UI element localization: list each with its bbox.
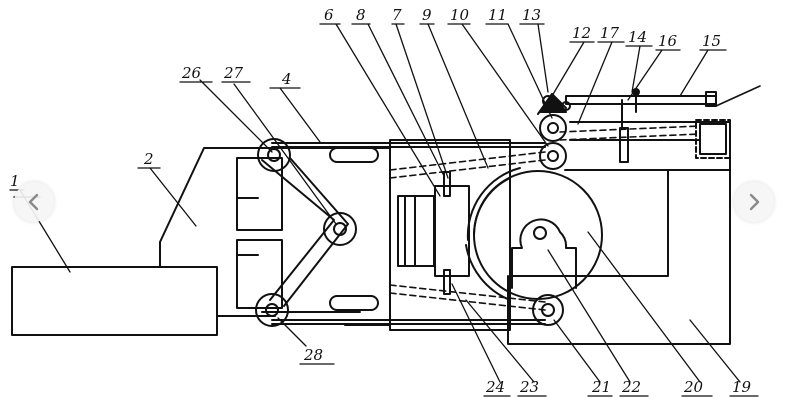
label-24: 24 (485, 378, 505, 396)
spring-pins (443, 171, 451, 295)
next-image-button[interactable] (734, 182, 774, 222)
label-21: 21 (591, 378, 611, 396)
label-16: 16 (658, 32, 678, 50)
previous-image-button[interactable] (14, 182, 54, 222)
part-19-housing (507, 167, 731, 345)
chevron-right-icon (749, 193, 760, 211)
label-14: 14 (628, 28, 647, 46)
label-2: 2 (143, 150, 154, 168)
part-4-belt (261, 142, 546, 325)
part-10-roller (539, 142, 567, 170)
label-28: 28 (303, 346, 323, 364)
label-8: 8 (356, 6, 366, 24)
label-11: 11 (488, 6, 507, 24)
label-1: 1 (10, 172, 20, 190)
label-23: 23 (519, 378, 539, 396)
part-22-bracket (511, 218, 577, 289)
pulley-28 (255, 293, 289, 327)
springs (389, 125, 701, 311)
part-15-arm (565, 85, 761, 113)
label-17: 17 (600, 24, 620, 42)
part-17-frame (569, 99, 731, 169)
label-6: 6 (324, 6, 334, 24)
label-22: 22 (621, 378, 641, 396)
part-21-roller (532, 294, 564, 326)
label-27: 27 (223, 64, 244, 82)
label-7: 7 (392, 6, 402, 24)
label-20: 20 (683, 378, 704, 396)
part-6-slide-block (389, 139, 511, 331)
label-26: 26 (181, 64, 202, 82)
label-10: 10 (450, 6, 470, 24)
label-underlines (9, 23, 759, 397)
label-12: 12 (572, 24, 591, 42)
part-labels: 1 2 4 6 7 8 9 10 11 12 13 14 15 16 17 19… (10, 6, 752, 396)
label-19: 19 (732, 378, 752, 396)
label-4: 4 (281, 70, 292, 88)
pulley-27 (323, 212, 357, 246)
leader-lines (19, 23, 741, 383)
label-15: 15 (702, 32, 721, 50)
label-9: 9 (422, 6, 432, 24)
chevron-left-icon (28, 193, 39, 211)
label-13: 13 (522, 6, 541, 24)
part-11-roller (539, 114, 567, 142)
